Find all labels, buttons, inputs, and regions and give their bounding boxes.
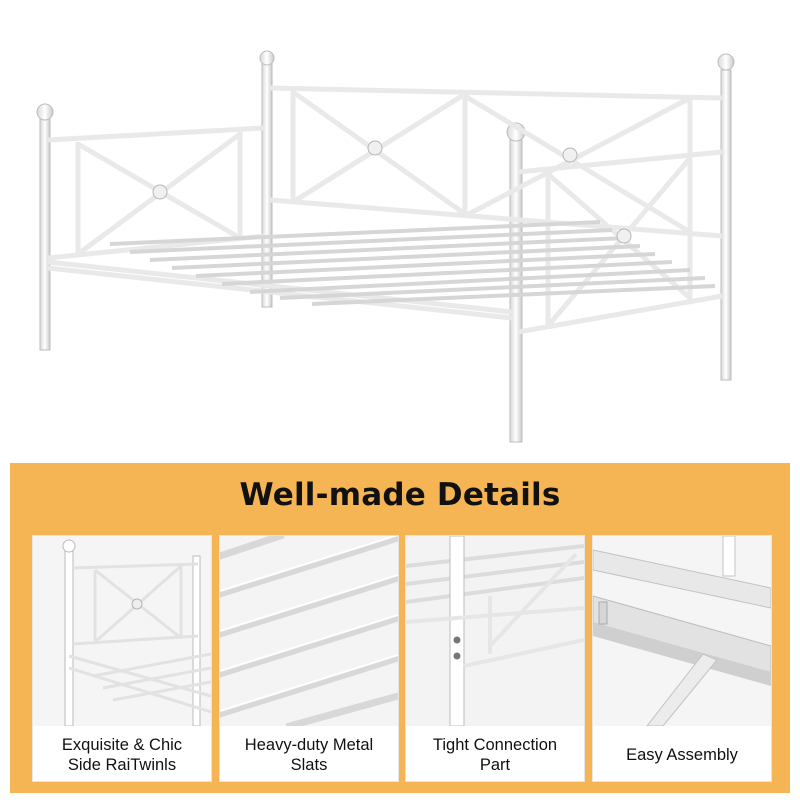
side-rails-caption: Exquisite & Chic Side RaiTwinls bbox=[61, 736, 183, 774]
connection-part-photo bbox=[406, 536, 584, 726]
details-panel: Well-made Details bbox=[10, 463, 790, 793]
product-image bbox=[36, 50, 735, 443]
detail-card-side-rails: Exquisite & Chic Side RaiTwinls bbox=[32, 535, 212, 782]
detail-card-connection-part: Tight Connection Part bbox=[405, 535, 585, 782]
daybed-illustration bbox=[36, 50, 735, 443]
detail-card-easy-assembly: Easy Assembly bbox=[592, 535, 772, 782]
metal-slats-caption: Heavy-duty Metal Slats bbox=[244, 736, 374, 774]
metal-slats-photo bbox=[220, 536, 398, 726]
side-rails-photo bbox=[33, 536, 211, 726]
easy-assembly-caption: Easy Assembly bbox=[626, 746, 738, 764]
panel-title: Well-made Details bbox=[239, 477, 561, 513]
connection-part-caption: Tight Connection Part bbox=[432, 736, 558, 774]
easy-assembly-photo bbox=[593, 536, 771, 726]
detail-card-metal-slats: Heavy-duty Metal Slats bbox=[219, 535, 399, 782]
